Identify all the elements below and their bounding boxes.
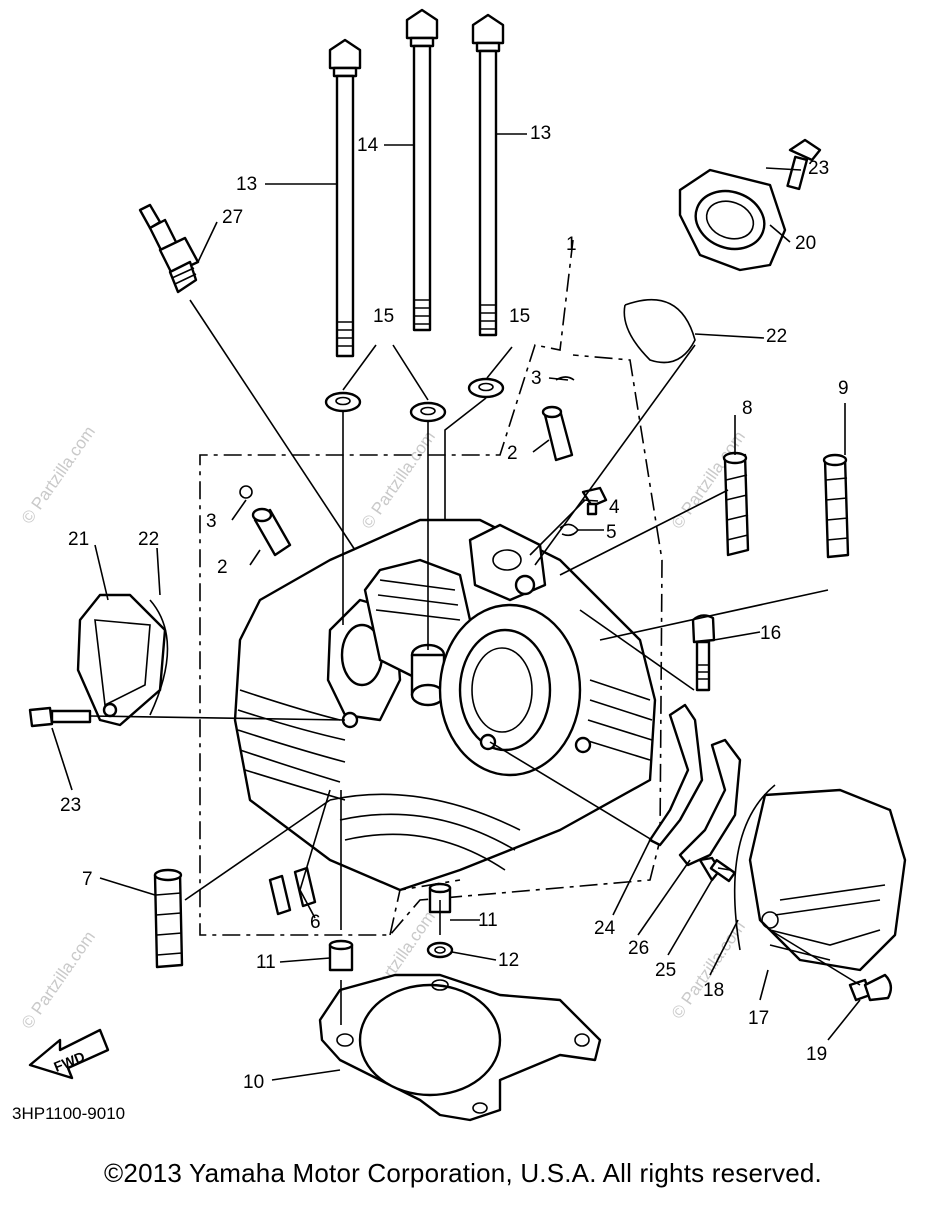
bolt-16 [691, 614, 716, 692]
collars-and-washer [328, 882, 454, 972]
callout-1: 1 [566, 234, 577, 255]
callout-20: 20 [795, 233, 816, 254]
callout-labels: 13 14 13 27 23 20 1 22 15 15 3 2 4 5 8 9… [12, 123, 849, 1123]
forward-arrow: FWD [28, 1028, 110, 1080]
cylinder-head-bolts [328, 8, 505, 358]
bolt-14 [405, 8, 439, 332]
callout-18: 18 [703, 980, 724, 1001]
side-cover-right [733, 784, 907, 1002]
callout-2-left: 2 [217, 557, 228, 578]
callout-22-top: 22 [766, 326, 787, 347]
callout-12: 12 [498, 950, 519, 971]
callout-5: 5 [606, 522, 617, 543]
callout-26: 26 [628, 938, 649, 959]
brackets [648, 703, 742, 883]
callout-27: 27 [222, 207, 243, 228]
copyright-notice: ©2013 Yamaha Motor Corporation, U.S.A. A… [104, 1158, 822, 1188]
callout-3-top: 3 [531, 368, 542, 389]
callout-13-left: 13 [236, 174, 257, 195]
callout-25: 25 [655, 960, 676, 981]
callout-7: 7 [82, 869, 93, 890]
callout-13-right: 13 [530, 123, 551, 144]
bolt-washers [324, 377, 505, 423]
spark-plug [138, 203, 200, 294]
callout-19: 19 [806, 1044, 827, 1065]
callout-9: 9 [838, 378, 849, 399]
stud-bolts [268, 866, 317, 916]
dowel-pin-7 [153, 868, 184, 969]
callout-15-left: 15 [373, 306, 394, 327]
callout-6: 6 [310, 912, 321, 933]
plug-and-oring [559, 486, 608, 537]
callout-21: 21 [68, 529, 89, 550]
valve-guides [239, 376, 575, 557]
callout-16: 16 [760, 623, 781, 644]
callout-4: 4 [609, 497, 620, 518]
callout-24: 24 [594, 918, 616, 939]
side-cover-left [76, 593, 169, 727]
leader-lines [51, 133, 861, 1081]
callout-10: 10 [243, 1072, 264, 1093]
callout-3-left: 3 [206, 511, 217, 532]
intake-joint [623, 138, 822, 364]
callout-11-right: 11 [478, 910, 498, 931]
callout-23-top: 23 [808, 158, 829, 179]
callout-22-left: 22 [138, 529, 159, 550]
bolt-13-left [328, 38, 362, 358]
head-gasket [318, 973, 602, 1122]
watermark-text: © Partzilla.com [18, 928, 99, 1033]
cylinder-head [233, 518, 657, 892]
diagram-code: 3HP1100-9010 [12, 1104, 125, 1123]
bolt-13-right [471, 13, 505, 337]
bolt-23-left [28, 706, 92, 728]
callout-23-left: 23 [60, 795, 81, 816]
callout-11-left: 11 [256, 952, 276, 973]
dowel-pins [722, 451, 850, 559]
callout-2-top: 2 [507, 443, 518, 464]
callout-17: 17 [748, 1008, 769, 1029]
callout-15-right: 15 [509, 306, 530, 327]
watermark-text: © Partzilla.com [358, 428, 439, 533]
watermark-text: © Partzilla.com [18, 423, 99, 528]
callout-8: 8 [742, 398, 753, 419]
callout-14: 14 [357, 135, 379, 156]
